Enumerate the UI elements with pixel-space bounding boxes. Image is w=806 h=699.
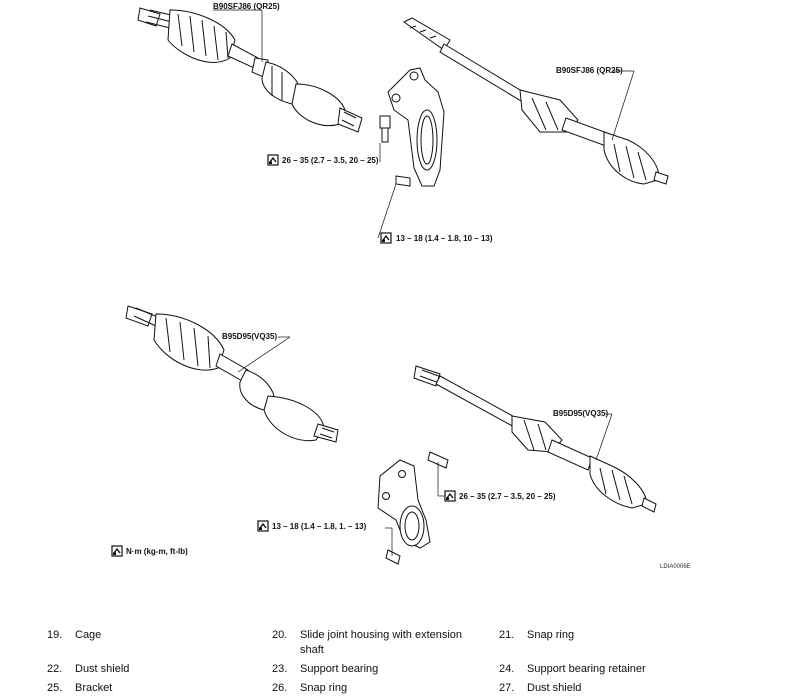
part-label-qr-right: B90SFJ86 (QR25) [556,66,623,75]
svg-text:13 – 18 (1.4 – 1.8, 10 – 13): 13 – 18 (1.4 – 1.8, 10 – 13) [396,234,493,243]
unit-key: N·m (kg-m, ft-lb) [111,545,188,557]
figure-code: LDIA0006E [660,564,691,570]
torque-callout-2: 13 – 18 (1.4 – 1.8, 10 – 13) [377,183,493,244]
lower-bracket [377,451,449,565]
svg-text:13 – 18 (1.4 – 1.8, 1. – 13): 13 – 18 (1.4 – 1.8, 1. – 13) [272,522,367,531]
lower-right-driveshaft [413,365,657,513]
upper-bracket [379,67,445,187]
lower-left-driveshaft [125,305,339,443]
svg-text:26 – 35 (2.7 – 3.5, 20 – 25): 26 – 35 (2.7 – 3.5, 20 – 25) [459,492,556,501]
part-label-vq-left: B95D95(VQ35) [222,332,277,341]
upper-left-driveshaft [137,7,363,133]
torque-callout-3: 26 – 35 (2.7 – 3.5, 20 – 25) [437,462,556,502]
parts-legend: 19. Cage 20. Slide joint housing with ex… [47,629,646,694]
driveshaft-exploded-diagram: B90SFJ86 (QR25) B90SFJ86 (QR25) 26 – 35 … [111,2,691,570]
svg-text:26 – 35 (2.7 – 3.5, 20 – 25): 26 – 35 (2.7 – 3.5, 20 – 25) [282,156,379,165]
upper-right-driveshaft [403,17,669,185]
torque-callout-4: 13 – 18 (1.4 – 1.8, 1. – 13) [257,520,393,556]
part-label-qr-left: B90SFJ86 (QR25) [213,2,280,11]
torque-callout-1: 26 – 35 (2.7 – 3.5, 20 – 25) [267,143,381,166]
part-label-vq-right: B95D95(VQ35) [553,409,608,418]
svg-text:N·m (kg-m, ft-lb): N·m (kg-m, ft-lb) [126,547,188,556]
